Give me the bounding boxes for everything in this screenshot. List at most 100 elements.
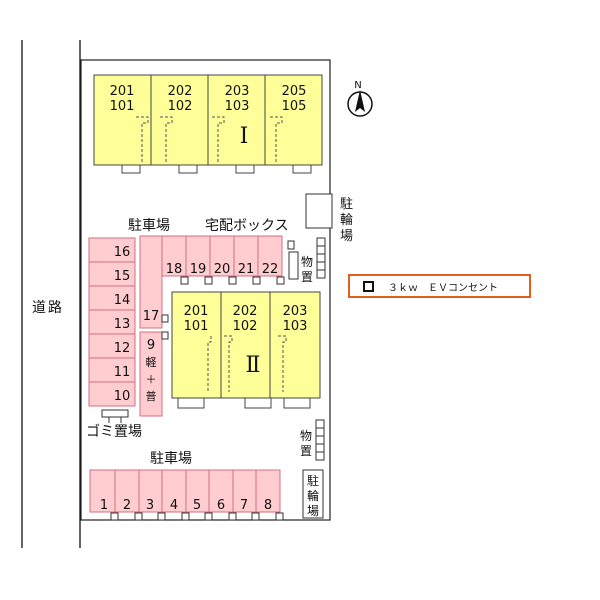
road-label-2: 路 xyxy=(48,300,62,316)
parking-number: 1 xyxy=(100,498,108,513)
storage-cell xyxy=(316,237,326,247)
parking-left-group: 16 15 14 13 12 11 10 xyxy=(88,237,136,407)
ev-outlet-marker xyxy=(180,276,189,285)
bike-label-top-2: 輪 xyxy=(340,212,353,228)
unit-1-top: 201 xyxy=(110,84,135,99)
stair-path xyxy=(212,116,225,163)
unit-4-bottom: 105 xyxy=(282,99,307,114)
parking-number: 20 xyxy=(214,262,231,277)
road-label-1: 道 xyxy=(32,300,46,316)
parking-space xyxy=(88,333,136,359)
parking-number: 14 xyxy=(114,293,131,308)
ev-legend-box xyxy=(348,274,531,298)
parking-number: 4 xyxy=(170,498,178,513)
stair-path xyxy=(224,335,233,392)
bike-label-bottom-1: 駐 xyxy=(307,473,319,488)
parking-9-char: 普 xyxy=(146,389,157,403)
ev-outlet-marker xyxy=(181,512,190,521)
parking-number: 18 xyxy=(166,262,183,277)
delivery-box xyxy=(287,240,295,250)
ev-outlet-marker xyxy=(134,512,143,521)
ev-outlet-marker xyxy=(251,512,260,521)
unit-2-bottom: 102 xyxy=(168,99,193,114)
unit-3-top: 203 xyxy=(283,304,308,319)
parking-number: 10 xyxy=(114,389,131,404)
storage-cell xyxy=(315,443,325,453)
stair-path xyxy=(160,116,173,163)
parking-number: 3 xyxy=(146,498,154,513)
parking-number: 13 xyxy=(114,317,131,332)
door-step xyxy=(283,397,311,409)
compass-needle xyxy=(355,90,365,112)
unit-1-bottom: 101 xyxy=(110,99,135,114)
parking-number: 15 xyxy=(114,269,131,284)
door-step xyxy=(177,397,205,409)
ev-outlet-marker xyxy=(204,512,213,521)
storage-cell xyxy=(316,261,326,271)
ev-outlet-marker xyxy=(228,512,237,521)
ev-outlet-marker xyxy=(228,276,237,285)
parking-bottom-row: 1 2 3 4 5 6 7 8 xyxy=(89,469,284,521)
parking-top-row: 18 19 20 21 22 xyxy=(161,235,285,285)
parking-space xyxy=(88,381,136,407)
storage-lower-stack xyxy=(315,419,325,461)
garbage-label: ゴミ置場 xyxy=(86,423,142,440)
parking-space xyxy=(233,235,259,277)
parking-9-char: ＋ xyxy=(146,373,157,386)
ev-outlet-marker xyxy=(252,276,261,285)
bike-label-bottom-3: 場 xyxy=(307,504,319,518)
ev-outlet-marker xyxy=(275,512,284,521)
parking-number: 8 xyxy=(264,498,272,513)
parking-space xyxy=(89,469,116,513)
parking-number: 19 xyxy=(190,262,207,277)
unit-2-top: 202 xyxy=(168,84,193,99)
building-2-label: Ⅱ xyxy=(246,353,261,378)
parking-space xyxy=(208,469,234,513)
parking-space xyxy=(161,235,187,277)
unit-3-top: 203 xyxy=(225,84,250,99)
ev-outlet-marker xyxy=(204,276,213,285)
bike-label-top-1: 駐 xyxy=(340,197,353,212)
storage-cell xyxy=(315,435,325,445)
unit-3-bottom: 103 xyxy=(283,319,308,334)
north-arrow-icon: N xyxy=(347,80,373,117)
ev-outlet-icon xyxy=(363,281,374,292)
parking-space xyxy=(88,309,136,335)
parking-space xyxy=(161,469,187,513)
door-step xyxy=(121,164,141,174)
storage-label-lower-1: 物 xyxy=(300,429,312,443)
delivery-box-label: 宅配ボックス xyxy=(205,218,289,234)
storage-cell xyxy=(316,253,326,263)
parking-bottom-label: 駐車場 xyxy=(150,450,192,467)
bike-parking-box-bottom xyxy=(302,469,324,519)
parking-space xyxy=(88,285,136,311)
storage-label-upper-2: 置 xyxy=(301,270,313,284)
compass-label: N xyxy=(354,80,361,91)
unit-1-bottom: 101 xyxy=(184,319,209,334)
door-step xyxy=(292,164,312,174)
storage-cell xyxy=(315,451,325,461)
storage-cell xyxy=(315,427,325,437)
parking-space xyxy=(255,469,281,513)
stair-path xyxy=(270,116,283,163)
parking-number: 12 xyxy=(114,341,131,356)
ev-outlet-marker xyxy=(110,512,119,521)
parking-space-17 xyxy=(139,235,163,329)
parking-9-char: 軽 xyxy=(146,356,157,369)
unit-3-bottom: 103 xyxy=(225,99,250,114)
parking-space xyxy=(209,235,235,277)
bike-label-top-3: 場 xyxy=(340,229,353,244)
building-1-label: Ⅰ xyxy=(240,124,249,149)
parking-number: 2 xyxy=(123,498,131,513)
bike-parking-box-top xyxy=(305,193,333,229)
parking-number: 11 xyxy=(114,365,131,380)
ev-legend-text: ３ｋｗ ＥＶコンセント xyxy=(388,282,498,294)
storage-cell xyxy=(316,269,326,279)
ev-outlet-marker xyxy=(161,314,169,323)
garbage-box xyxy=(101,409,129,418)
stair-path xyxy=(278,335,287,392)
stair-path xyxy=(136,116,149,163)
parking-space xyxy=(257,235,283,277)
building-2-body xyxy=(171,291,321,399)
